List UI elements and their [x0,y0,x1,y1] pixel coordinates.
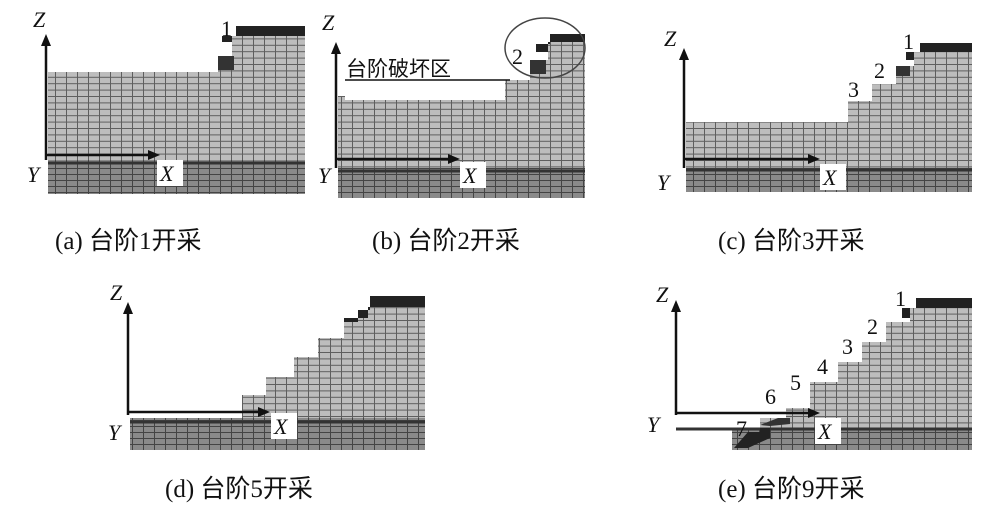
model-mesh [48,36,305,160]
y-axis-label: Y [647,412,662,437]
caption-d: (d) 台阶5开采 [165,475,313,503]
x-axis-arrow [448,154,460,164]
panel-a: Z Y X 1 (a) 台阶1开采 [27,7,305,255]
x-axis-label: X [817,419,833,444]
caption-c: (c) 台阶3开采 [718,227,865,255]
z-axis-label: Z [656,282,669,307]
bench-top [536,34,585,52]
excavated-edge [218,56,234,70]
excavated-edge [530,60,546,74]
model-mesh [338,42,585,168]
bench-label-3: 3 [848,77,859,102]
y-axis-label: Y [318,163,333,188]
panel-d: Z Y X (d) 台阶5开采 [108,280,425,503]
bench-label-7: 7 [736,416,747,441]
bench-label-2: 2 [874,58,885,83]
bench-top [222,26,305,42]
z-axis-label: Z [664,26,677,51]
caption-b: (b) 台阶2开采 [372,227,520,255]
failure-zone-ellipse [504,17,586,79]
z-axis-arrow [41,34,51,46]
bench-label-2: 2 [867,314,878,339]
x-axis-arrow [258,407,270,417]
y-axis-label: Y [108,420,123,445]
bench-label-5: 5 [790,370,801,395]
x-axis-arrow [808,408,820,418]
failure-zone-label: 台阶破坏区 [346,57,451,81]
bench-label-3: 3 [842,334,853,359]
excavated-edge [896,66,910,76]
model-base [732,428,972,450]
bench-7-block [734,428,770,448]
bench-6-block [760,418,790,426]
x-axis-label: X [822,165,838,190]
z-axis-arrow [123,302,133,314]
z-axis-arrow [331,42,341,54]
bench-label-6: 6 [765,384,776,409]
bench-label-1: 1 [903,29,914,54]
x-axis-arrow [148,150,160,160]
bench-label-1: 1 [221,16,232,41]
caption-a: (a) 台阶1开采 [55,227,202,255]
z-axis-label: Z [33,7,46,32]
bench-top [902,298,972,318]
z-axis-arrow [679,48,689,60]
x-axis-arrow [808,154,820,164]
x-axis-label: X [462,163,478,188]
panel-e: Z Y X 1 2 3 4 5 6 7 (e) 台阶9开采 [647,282,972,503]
panel-c: Z Y X 1 2 3 (c) 台阶3开采 [657,26,972,255]
model-mesh [242,307,425,420]
y-axis-label: Y [657,170,672,195]
failure-zone-blank [345,82,505,100]
caption-e: (e) 台阶9开采 [718,475,865,503]
bench-top [344,296,425,322]
bench-label-1: 1 [895,286,906,311]
x-axis-label: X [273,414,289,439]
x-axis-label: X [159,161,175,186]
z-axis-label: Z [322,10,335,35]
bench-label-4: 4 [817,354,828,379]
z-axis-label: Z [110,280,123,305]
model-mesh [686,52,972,168]
y-axis-label: Y [27,162,42,187]
panel-b: Z Y X 台阶破坏区 2 (b) 台阶2开采 [318,10,586,255]
z-axis-arrow [671,300,681,312]
bench-top [906,43,972,60]
bench-label-2: 2 [512,44,523,69]
model-mesh [760,308,972,430]
